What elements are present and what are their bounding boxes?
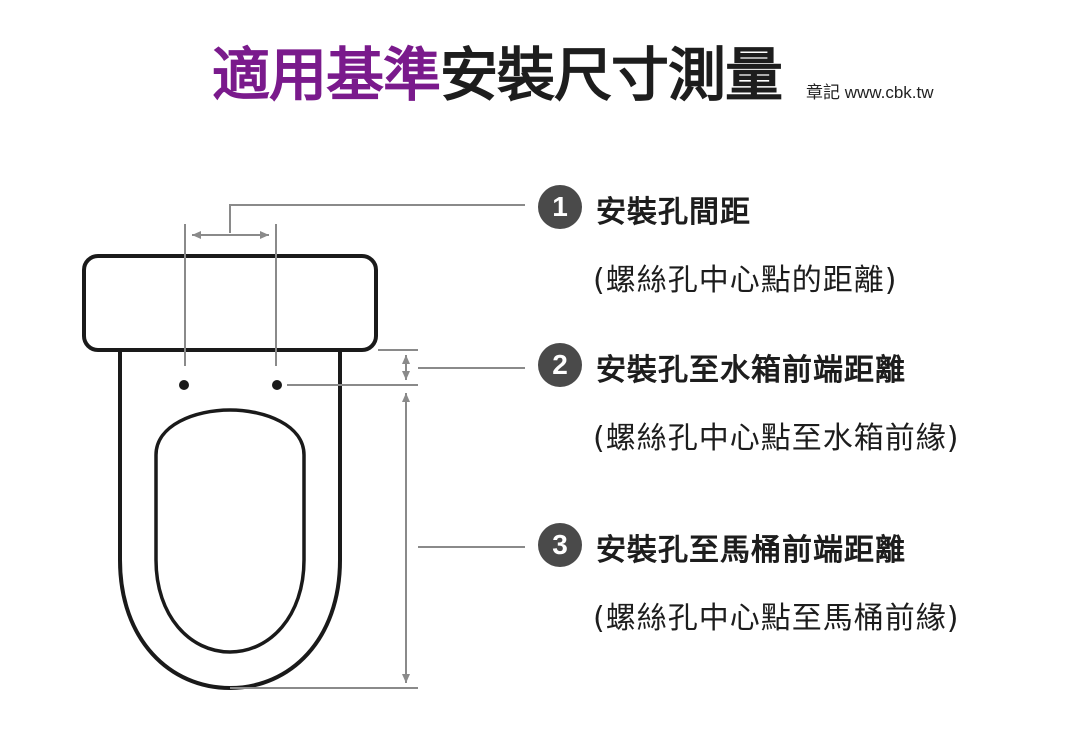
page-title: 適用基準安裝尺寸測量 bbox=[212, 28, 783, 112]
badge-2: 2 bbox=[538, 343, 582, 387]
measurement-item-1: 安裝孔間距 (螺絲孔中心點的距離) bbox=[593, 187, 898, 299]
measurement-item-3: 安裝孔至馬桶前端距離 (螺絲孔中心點至馬桶前緣) bbox=[593, 525, 960, 637]
title-accent: 適用基準 bbox=[212, 41, 441, 109]
measurement-item-2: 安裝孔至水箱前端距離 (螺絲孔中心點至水箱前緣) bbox=[593, 345, 960, 457]
brand-label: 章記 www.cbk.tw bbox=[806, 83, 934, 102]
measurement-heading: 安裝孔至水箱前端距離 bbox=[596, 353, 906, 388]
measurement-heading: 安裝孔間距 bbox=[596, 195, 751, 230]
badge-3: 3 bbox=[538, 523, 582, 567]
title-main: 安裝尺寸測量 bbox=[440, 41, 783, 109]
mounting-hole-right bbox=[272, 380, 282, 390]
dimension-hole-spacing bbox=[184, 204, 525, 366]
measurement-detail: (螺絲孔中心點至馬桶前緣) bbox=[593, 601, 960, 636]
measurement-detail: (螺絲孔中心點的距離) bbox=[593, 263, 898, 298]
dimension-hole-to-bowl bbox=[230, 393, 525, 689]
toilet-seat-opening bbox=[154, 408, 306, 654]
badge-1: 1 bbox=[538, 185, 582, 229]
toilet-tank bbox=[82, 254, 378, 352]
measurement-heading: 安裝孔至馬桶前端距離 bbox=[596, 533, 906, 568]
dimension-hole-to-tank bbox=[287, 349, 525, 386]
mounting-hole-left bbox=[179, 380, 189, 390]
measurement-detail: (螺絲孔中心點至水箱前緣) bbox=[593, 421, 960, 456]
